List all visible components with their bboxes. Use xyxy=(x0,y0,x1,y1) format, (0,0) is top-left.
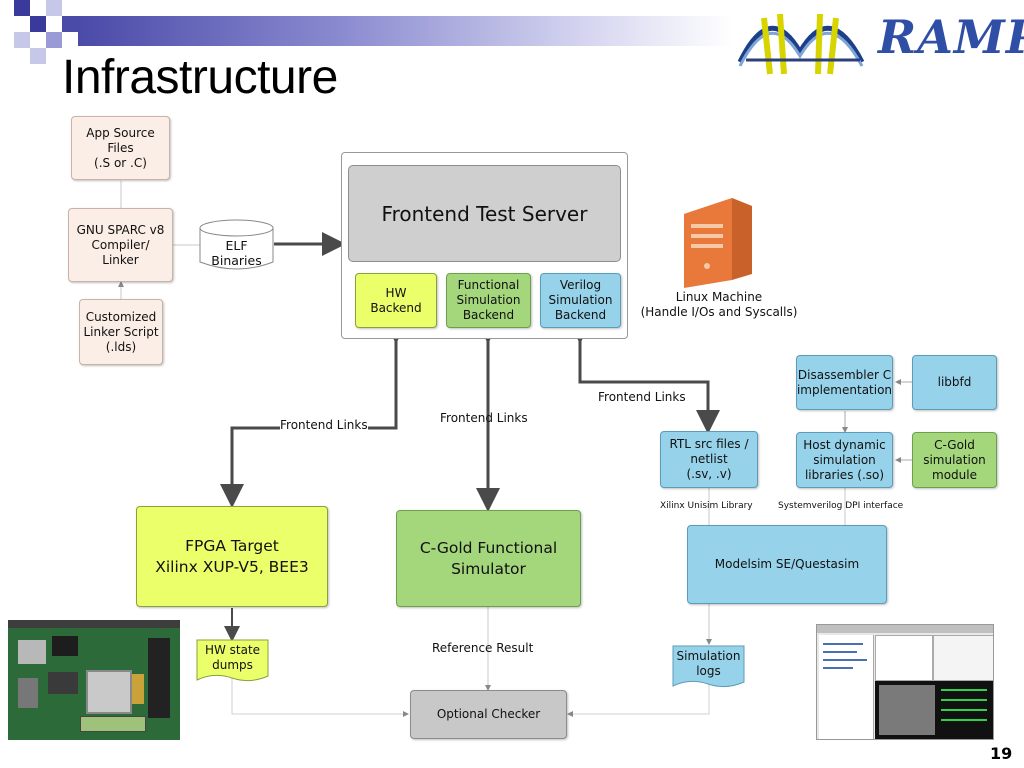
deco-square xyxy=(46,32,62,48)
frontend-links-label-left: Frontend Links xyxy=(280,418,368,433)
deco-square xyxy=(46,0,62,16)
hw-backend-box: HW Backend xyxy=(355,273,437,328)
modelsim-box: Modelsim SE/Questasim xyxy=(687,525,887,604)
frontend-links-label-mid: Frontend Links xyxy=(440,411,528,425)
fpga-target-box: FPGA Target Xilinx XUP-V5, BEE3 xyxy=(136,506,328,607)
deco-square xyxy=(30,48,46,64)
host-dynamic-libs-box: Host dynamic simulation libraries (.so) xyxy=(796,432,893,488)
hw-dumps-label: HW state dumps xyxy=(204,643,261,672)
deco-square xyxy=(62,16,78,32)
arrow-verilog-to-rtl xyxy=(568,320,720,434)
linux-machine-label: Linux Machine (Handle I/Os and Syscalls) xyxy=(640,290,798,319)
elf-binaries-label: ELF Binaries xyxy=(211,238,262,268)
app-source-files-box: App Source Files (.S or .C) xyxy=(71,116,170,180)
frontend-test-server-box: Frontend Test Server xyxy=(348,165,621,262)
simulator-screenshot xyxy=(816,624,994,740)
link-logs-to-checker xyxy=(567,682,710,717)
optional-checker-box: Optional Checker xyxy=(410,690,567,739)
reference-result-label: Reference Result xyxy=(432,641,534,655)
libbfd-box: libbfd xyxy=(912,355,997,410)
title-bar-gradient xyxy=(78,16,733,46)
cgold-module-box: C-Gold simulation module xyxy=(912,432,997,488)
rtl-src-box: RTL src files / netlist (.sv, .v) xyxy=(660,431,758,488)
disassembler-box: Disassembler C implementation xyxy=(796,355,893,410)
linker-script-box: Customized Linker Script (.lds) xyxy=(79,299,163,365)
xilinx-unisim-label: Xilinx Unisim Library xyxy=(660,501,753,511)
functional-backend-box: Functional Simulation Backend xyxy=(446,273,531,328)
systemverilog-dpi-label: Systemverilog DPI interface xyxy=(778,501,904,511)
deco-square xyxy=(14,32,30,48)
ramp-logo-text: RAMP xyxy=(878,10,1024,64)
deco-square xyxy=(14,0,30,16)
fpga-board-photo xyxy=(8,620,180,740)
page-number: 19 xyxy=(990,744,1013,763)
gnu-compiler-box: GNU SPARC v8 Compiler/ Linker xyxy=(68,208,173,282)
verilog-backend-box: Verilog Simulation Backend xyxy=(540,273,621,328)
frontend-links-label-right: Frontend Links xyxy=(598,390,686,404)
cgold-simulator-box: C-Gold Functional Simulator xyxy=(396,510,581,607)
page-title: Infrastructure xyxy=(62,51,338,104)
link-dumps-to-checker xyxy=(231,678,409,717)
deco-square xyxy=(30,16,46,32)
sim-logs-label: Simulation logs xyxy=(676,649,741,678)
